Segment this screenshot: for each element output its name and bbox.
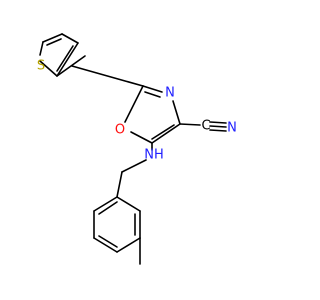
bond-c5-c4: [42, 33, 63, 43]
bond-n3-c4: [172, 100, 181, 125]
bond-b3-b4: [116, 237, 141, 253]
bond-thiophene-oxazole: [56, 55, 86, 77]
bond-ch2-ring: [116, 171, 123, 198]
bond-c4-cn: [179, 123, 201, 126]
bond-c5-o1: [130, 131, 153, 144]
bond-triple-2: [209, 129, 227, 132]
bond-layer: [39, 33, 227, 265]
bond-triple-3: [209, 121, 227, 124]
bond-c3-c2: [56, 42, 79, 77]
molecule-canvas: S N O C N NH: [37, 33, 237, 265]
bond-s-c5: [39, 41, 44, 56]
bond-b6-b1: [93, 196, 118, 212]
atom-ring-nitrogen: N: [165, 86, 175, 101]
atom-amine: NH: [144, 148, 164, 163]
bond-c2-n3-inner: [144, 91, 161, 98]
bond-s-c2: [39, 60, 58, 77]
bond-c2-n3: [142, 85, 163, 93]
bond-c4-c5-inner: [151, 124, 175, 140]
bond-b6-b1-inner: [98, 201, 118, 215]
bond-b4-b5-inner: [98, 235, 118, 248]
bond-triple-1: [209, 125, 227, 128]
atom-sulfur: S: [37, 59, 45, 74]
bond-c3-c2-inner: [56, 45, 74, 72]
bond-link: [71, 65, 144, 87]
atom-ring-oxygen: O: [115, 123, 125, 138]
bond-c4-c3: [61, 33, 79, 44]
molecule-drawing: S N O C N NH: [37, 33, 237, 265]
bond-b1-b2: [116, 196, 141, 212]
atom-nitrile-carbon: C: [201, 119, 210, 134]
bond-b4-b5: [93, 237, 118, 253]
bond-nh-ch2: [121, 159, 147, 173]
bond-c5-c4-inner: [46, 38, 62, 46]
bond-c4-c5: [151, 123, 181, 144]
atom-nitrile-nitrogen: N: [227, 121, 237, 136]
bond-o1-c2: [124, 85, 144, 123]
